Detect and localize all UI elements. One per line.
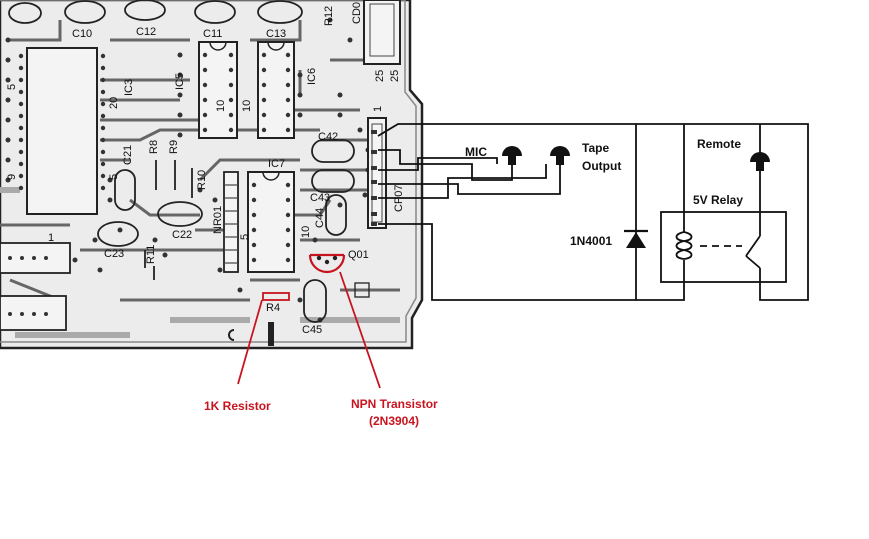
- label-c44: C44: [314, 208, 326, 228]
- label-tape: Tape: [582, 141, 609, 155]
- label-c21: C21: [122, 145, 134, 165]
- label-c22: C22: [172, 229, 192, 241]
- label-relay: 5V Relay: [693, 193, 743, 207]
- wire-tape-2: [378, 164, 547, 199]
- schematic: [377, 123, 809, 301]
- label-1a: 1: [372, 106, 384, 112]
- mic-jack-icon: [502, 146, 522, 165]
- label-remote: Remote: [697, 137, 741, 151]
- label-5c: 5: [239, 234, 251, 240]
- label-c23: C23: [104, 248, 124, 260]
- label-5a: 5: [6, 84, 18, 90]
- relay-box: [660, 211, 787, 283]
- label-c45: C45: [302, 324, 322, 336]
- label-q01: Q01: [348, 249, 369, 261]
- pointer-transistor: [339, 271, 381, 389]
- label-10b: 10: [241, 100, 253, 112]
- pointer-resistor: [237, 299, 263, 385]
- label-r4: R4: [266, 302, 280, 314]
- label-25a: 25: [374, 70, 386, 82]
- label-npn-transistor: NPN Transistor: [351, 397, 438, 411]
- annotation-pointers: [237, 271, 381, 389]
- tape-jack-icon: [550, 146, 570, 165]
- pcb-board: [0, 0, 424, 350]
- label-c43: C43: [310, 192, 330, 204]
- wire-top: [377, 123, 809, 301]
- label-r8: R8: [148, 140, 160, 154]
- label-ic6: IC6: [306, 68, 318, 85]
- relay-coil-icon: [675, 231, 693, 260]
- label-mic: MIC: [465, 145, 487, 159]
- label-25b: 25: [389, 70, 401, 82]
- wire-mic-2: [378, 157, 498, 171]
- remote-jack-icon: [750, 152, 770, 171]
- label-r12: R12: [323, 6, 335, 26]
- wire-bottom: [378, 223, 685, 301]
- wire-tape-1: [378, 164, 561, 195]
- label-r10: R10: [196, 170, 208, 190]
- label-cd0: CD0: [351, 2, 363, 24]
- label-c13: C13: [266, 28, 286, 40]
- label-10c: 10: [300, 226, 312, 238]
- label-c10: C10: [72, 28, 92, 40]
- relay-switch: [745, 235, 761, 257]
- label-ic3: IC3: [123, 79, 135, 96]
- diode-icon: [624, 229, 648, 248]
- label-9: 9: [6, 174, 18, 180]
- label-output: Output: [582, 159, 621, 173]
- label-10a: 10: [215, 100, 227, 112]
- label-c42: C42: [318, 131, 338, 143]
- pcb-labels: C10 C12 C11 C13 R12 CD0 25 25 IC3 IC5 IC…: [6, 2, 405, 336]
- label-ic5: IC5: [174, 73, 186, 90]
- label-20: 20: [108, 97, 120, 109]
- label-r11: R11: [145, 245, 157, 264]
- label-c11: C11: [203, 28, 222, 40]
- label-5b: 5: [108, 174, 120, 180]
- label-1b: 1: [48, 232, 54, 244]
- label-1k-resistor: 1K Resistor: [204, 399, 271, 413]
- label-r9: R9: [168, 140, 180, 154]
- label-ic7: IC7: [268, 158, 285, 170]
- label-nr01: NR01: [212, 206, 224, 234]
- label-2n3904: (2N3904): [369, 414, 419, 428]
- label-c12: C12: [136, 26, 156, 38]
- relay-contact: [745, 255, 761, 269]
- wire-mic-1: [378, 149, 513, 181]
- label-diode: 1N4001: [570, 234, 612, 248]
